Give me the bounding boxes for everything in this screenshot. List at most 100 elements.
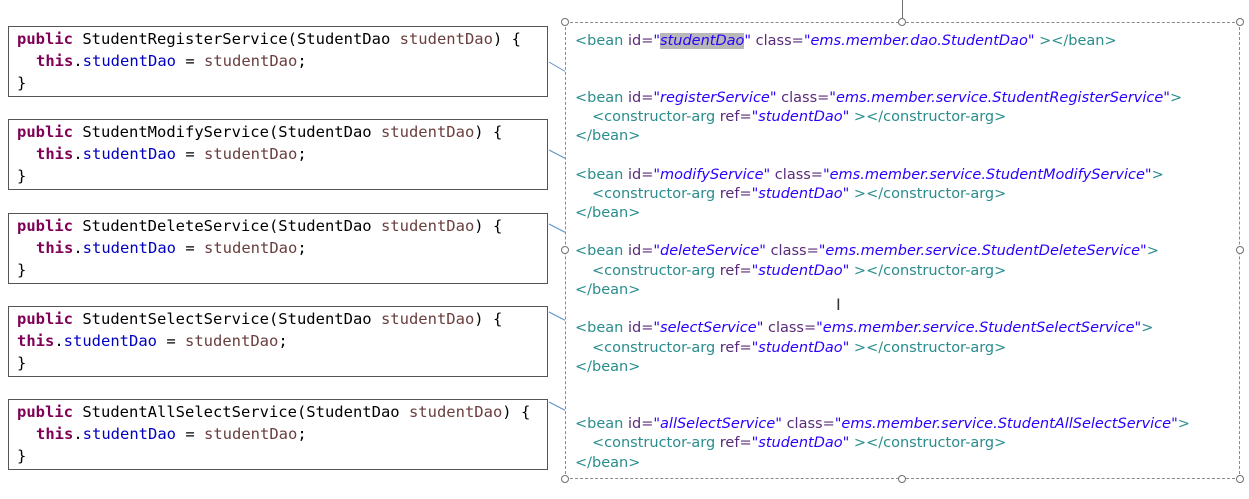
xml-token: </bean> — [575, 128, 641, 144]
xml-token: ></constructor-arg> — [849, 435, 1007, 451]
resize-handle-top-center[interactable] — [898, 18, 906, 26]
xml-token: <constructor-arg — [592, 340, 720, 356]
code-token: studentDao — [204, 145, 298, 163]
resize-handle-bottom-right[interactable] — [1236, 475, 1244, 483]
code-line: } — [17, 352, 547, 374]
xml-token: ref= — [719, 340, 752, 356]
xml-token: </bean> — [575, 359, 641, 375]
xml-token: class= — [765, 243, 819, 259]
xml-token: <constructor-arg — [592, 263, 720, 279]
resize-handle-middle-left[interactable] — [561, 246, 569, 254]
code-token: this — [36, 145, 74, 163]
xml-token: id= — [627, 416, 654, 432]
code-line: this.studentDao = studentDao; — [17, 423, 547, 445]
xml-token: ref= — [719, 263, 752, 279]
resize-handle-bottom-center[interactable] — [898, 475, 906, 483]
code-token: } — [17, 447, 27, 465]
xml-line: <bean id="selectService" class="ems.memb… — [575, 319, 1153, 337]
xml-token: "selectService" — [653, 320, 764, 336]
xml-token: id= — [627, 167, 654, 183]
xml-token: "studentDao" — [751, 263, 850, 279]
code-token: } — [17, 74, 27, 92]
code-token: studentDao — [63, 332, 157, 350]
xml-token: ></bean> — [1034, 33, 1117, 49]
code-line: this.studentDao = studentDao; — [17, 143, 547, 165]
code-box-allselect: public StudentAllSelectService(StudentDa… — [8, 399, 548, 470]
xml-token: <bean — [575, 167, 628, 183]
code-token: } — [17, 354, 27, 372]
resize-handle-top-left[interactable] — [561, 18, 569, 26]
code-token: ) { — [492, 30, 521, 48]
code-line: this.studentDao = studentDao; — [17, 237, 547, 259]
code-token: ; — [278, 332, 288, 350]
xml-token: ></constructor-arg> — [849, 340, 1007, 356]
xml-token: id= — [627, 33, 654, 49]
code-token: ) { — [502, 403, 531, 421]
xml-line: <constructor-arg ref="studentDao" ></con… — [592, 108, 1006, 126]
code-line: public StudentAllSelectService(StudentDa… — [17, 401, 547, 423]
xml-line: <bean id="modifyService" class="ems.memb… — [575, 166, 1164, 184]
code-token: ; — [297, 425, 307, 443]
xml-token: <bean — [575, 90, 628, 106]
code-line: public StudentDeleteService(StudentDao s… — [17, 215, 547, 237]
xml-token: </bean> — [575, 455, 641, 471]
code-token: = — [176, 52, 204, 70]
xml-config-panel[interactable]: <bean id="studentDao" class="ems.member.… — [565, 22, 1240, 479]
xml-line: <constructor-arg ref="studentDao" ></con… — [592, 185, 1006, 203]
code-token: = — [176, 145, 204, 163]
code-token: studentDao — [204, 52, 298, 70]
code-token: studentDao — [185, 332, 279, 350]
xml-token: class= — [781, 416, 835, 432]
code-line: public StudentModifyService(StudentDao s… — [17, 121, 547, 143]
code-token: ) { — [474, 123, 503, 141]
xml-line: </bean> — [575, 454, 640, 472]
resize-handle-bottom-left[interactable] — [561, 475, 569, 483]
xml-token: "studentDao" — [751, 109, 850, 125]
code-token: . — [73, 52, 83, 70]
xml-token: ref= — [719, 109, 752, 125]
code-token: studentDao — [82, 52, 176, 70]
code-box-modify: public StudentModifyService(StudentDao s… — [8, 119, 548, 190]
xml-token: "ems.member.service.StudentModifyService… — [822, 167, 1152, 183]
xml-token: > — [1146, 243, 1159, 259]
xml-token: "ems.member.service.StudentDeleteService… — [818, 243, 1147, 259]
xml-token: <constructor-arg — [592, 109, 720, 125]
xml-token: ref= — [719, 186, 752, 202]
code-token: . — [73, 239, 83, 257]
code-token: this — [36, 425, 74, 443]
code-token: ; — [297, 52, 307, 70]
rotation-handle-line — [902, 0, 903, 20]
xml-line: <constructor-arg ref="studentDao" ></con… — [592, 262, 1006, 280]
xml-token: <constructor-arg — [592, 186, 720, 202]
xml-token: > — [1177, 416, 1190, 432]
xml-token: class= — [776, 90, 830, 106]
code-token: studentDao — [82, 425, 176, 443]
code-token: StudentDeleteService(StudentDao — [73, 217, 381, 235]
code-line: public StudentRegisterService(StudentDao… — [17, 28, 547, 50]
xml-line: </bean> — [575, 358, 640, 376]
resize-handle-middle-right[interactable] — [1236, 246, 1244, 254]
xml-token: <bean — [575, 320, 628, 336]
xml-token: id= — [627, 320, 654, 336]
code-token: studentDao — [204, 425, 298, 443]
code-token: studentDao — [399, 30, 493, 48]
xml-token: id= — [627, 243, 654, 259]
xml-token: <bean — [575, 243, 628, 259]
code-line: public StudentSelectService(StudentDao s… — [17, 308, 547, 330]
xml-token: ></constructor-arg> — [849, 263, 1007, 279]
xml-token: > — [1169, 90, 1183, 106]
code-token: ) { — [474, 217, 503, 235]
xml-token: "studentDao" — [751, 340, 850, 356]
xml-token: ></constructor-arg> — [849, 109, 1007, 125]
xml-line: <constructor-arg ref="studentDao" ></con… — [592, 339, 1006, 357]
code-token: studentDao — [408, 403, 503, 421]
xml-token: "ems.member.dao.StudentDao" — [803, 33, 1035, 49]
xml-line: </bean> — [575, 281, 640, 299]
xml-token: " — [653, 33, 661, 49]
xml-line: <constructor-arg ref="studentDao" ></con… — [592, 434, 1006, 452]
code-box-register: public StudentRegisterService(StudentDao… — [8, 26, 548, 97]
resize-handle-top-right[interactable] — [1236, 18, 1244, 26]
code-token: studentDao — [380, 123, 475, 141]
xml-token: "deleteService" — [653, 243, 766, 259]
xml-token: id= — [627, 90, 654, 106]
